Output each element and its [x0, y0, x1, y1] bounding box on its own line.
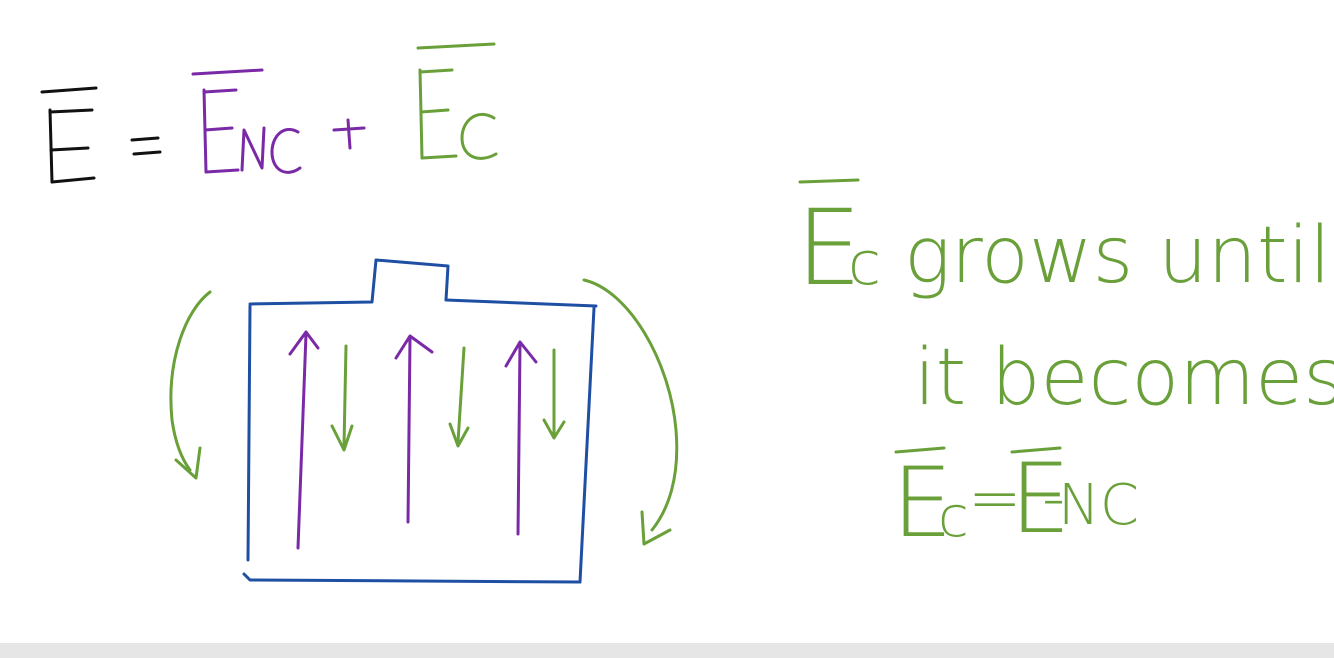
- bottom-bar: [0, 643, 1334, 658]
- note-line3-sub2: NC: [1058, 473, 1139, 538]
- purple-up-arrows: [288, 330, 538, 550]
- plus-sign: [332, 118, 366, 150]
- note-line3-E2: E: [1010, 443, 1071, 555]
- note-line3-E: E: [892, 447, 953, 559]
- symbol-E: [40, 86, 98, 184]
- note-line1-rest: grows until: [904, 211, 1331, 301]
- symbol-E-c: [416, 42, 498, 160]
- note-line3-mid: = -: [968, 462, 1065, 536]
- symbol-E-nc: [191, 68, 302, 174]
- note-line1-sub: c: [848, 229, 881, 299]
- note-line3-sub: c: [938, 485, 969, 550]
- equation-top: [40, 42, 498, 184]
- note-line2: it becomes: [914, 333, 1334, 423]
- conductor-box: [242, 258, 598, 584]
- note-line1-E: E: [796, 187, 862, 309]
- outer-curved-arrows: [169, 278, 679, 546]
- equals-sign: [130, 136, 162, 156]
- note-text: E c grows until it becomes E c = - E NC: [796, 178, 1334, 559]
- green-down-arrows: [330, 344, 566, 452]
